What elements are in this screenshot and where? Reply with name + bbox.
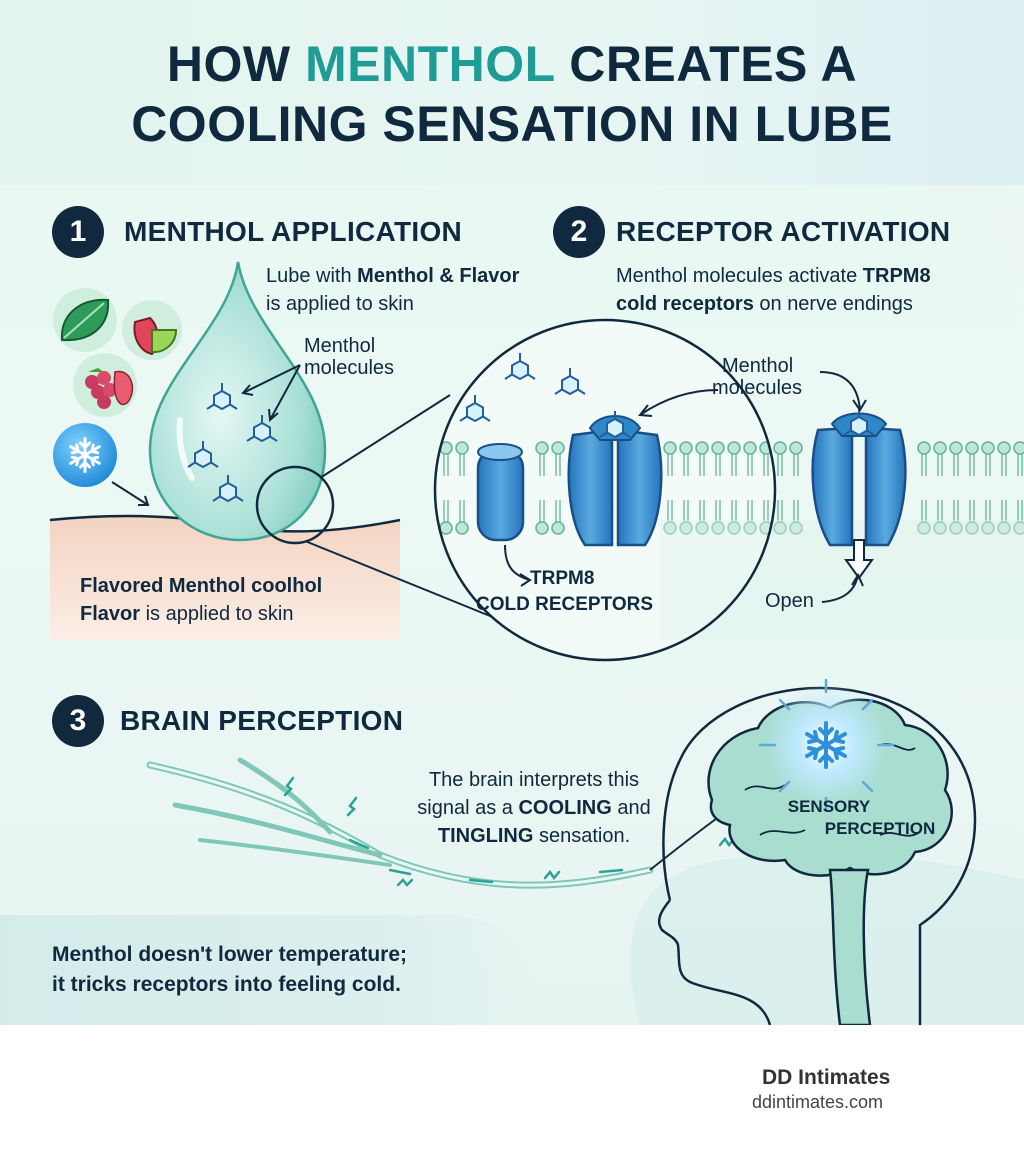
- trpm8-open-channel: [811, 408, 907, 580]
- brain-icon: [707, 678, 953, 1025]
- trpm8-closed-channel: [476, 443, 525, 542]
- receptor-label-line2: COLD RECEPTORS: [476, 594, 653, 615]
- step1-title: MENTHOL APPLICATION: [124, 216, 463, 247]
- magnifier-ring: [433, 318, 777, 662]
- footer-note-panel: [0, 915, 540, 1025]
- skin-caption: Flavored Menthol coolhol Flavor is appli…: [80, 575, 323, 625]
- strawberry-lime-icon: [122, 300, 182, 360]
- infographic-poster: HOW MENTHOL CREATES A COOLING SENSATION …: [0, 0, 1024, 1025]
- step1-badge: 1: [52, 206, 104, 258]
- step2-title: RECEPTOR ACTIVATION: [616, 216, 951, 247]
- step2-molecules-label-line2: molecules: [712, 377, 802, 399]
- step2-badge: 2: [553, 206, 605, 258]
- step1-molecules-label-line1: Menthol: [304, 335, 375, 357]
- zoom-circle: [255, 465, 335, 545]
- zoom-line: [304, 540, 496, 619]
- title-text: CREATES A: [554, 36, 858, 92]
- step3-badge: 3: [52, 695, 104, 747]
- step2-molecules-label-line1: Menthol: [722, 355, 793, 377]
- glow-rays: [758, 678, 895, 812]
- step2-description: Menthol molecules activate TRPM8 cold re…: [616, 265, 931, 315]
- raspberry-icon: [73, 353, 137, 417]
- receptor-pointer-arrows: [504, 371, 867, 603]
- brand-name: DD Intimates: [762, 1066, 891, 1089]
- zoom-line: [319, 394, 451, 479]
- snowflake-icon: [53, 423, 117, 487]
- page-title: HOW MENTHOL CREATES A COOLING SENSATION …: [0, 34, 1024, 154]
- spinal-cord: [828, 868, 872, 1025]
- title-accent-word: MENTHOL: [305, 36, 555, 92]
- snowflake-arrow: [111, 481, 150, 506]
- receptor-label-line1: TRPM8: [530, 568, 594, 589]
- title-band: [0, 0, 1024, 185]
- brain-label-line1: SENSORY: [788, 797, 871, 816]
- step1-molecules-label-line2: molecules: [304, 357, 394, 379]
- footer-note: Menthol doesn't lower temperature; it tr…: [52, 943, 408, 996]
- step1-description: Lube with Menthol & Flavor is applied to…: [266, 265, 520, 315]
- nerve-fibers: [146, 757, 782, 889]
- molecule-pointer-arrows: [241, 364, 301, 423]
- brain-label-line2: PERCEPTION: [825, 819, 936, 838]
- diagram-canvas: Menthol molecules Menthol molecules TRPM…: [0, 185, 1024, 1025]
- step3-description: The brain interprets this signal as a CO…: [417, 769, 651, 847]
- open-label: Open: [765, 590, 814, 612]
- trpm8-activated-channel: [567, 410, 663, 547]
- title-text: HOW: [166, 36, 306, 92]
- title-line-2: COOLING SENSATION IN LUBE: [131, 96, 893, 152]
- brand-url: ddintimates.com: [752, 1092, 884, 1112]
- mint-leaf-icon: [53, 288, 117, 352]
- step3-title: BRAIN PERCEPTION: [120, 705, 404, 736]
- ion-flow-arrow-icon: [844, 539, 874, 580]
- corner-background: [630, 853, 1024, 1025]
